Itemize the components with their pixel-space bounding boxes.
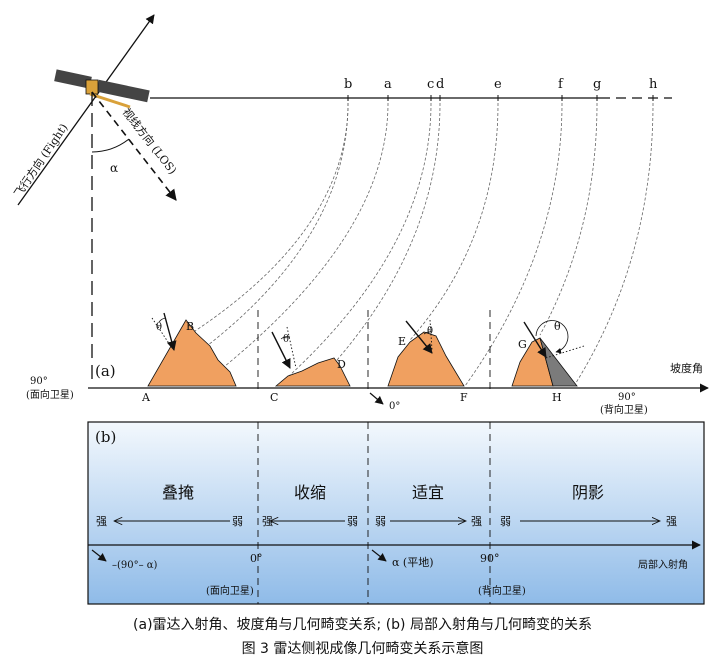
incidence-axis-label: 局部入射角	[638, 558, 688, 571]
theta-label-3: θ	[427, 326, 433, 337]
theta-label-2: θ	[283, 334, 289, 345]
range-label-f: f	[558, 77, 564, 92]
strength-weak-4: 弱	[500, 515, 511, 528]
panel-b-background	[87, 421, 705, 605]
strength-strong-1: 强	[96, 515, 107, 528]
slope-axis-label: 坡度角	[670, 361, 703, 375]
theta-label-4: θ	[554, 320, 561, 333]
los-label: 视线方向 (LOS)	[120, 105, 180, 177]
zero-tick-arrow	[369, 392, 384, 405]
left-end-note: (面向卫星)	[26, 388, 74, 401]
terrain-suitable	[387, 331, 465, 387]
region-suitable: 适宜	[412, 483, 444, 502]
note-facing: (面向卫星)	[206, 584, 254, 597]
tick-alpha: α (平地)	[392, 556, 434, 569]
peak-label-B: B	[186, 320, 194, 333]
satellite: 飞行方向 (Fight) 视线方向 (LOS) α	[11, 14, 672, 380]
strength-weak-2: 弱	[347, 515, 358, 528]
terrain-compression	[274, 357, 351, 387]
theta-arcs	[158, 317, 569, 354]
peak-label-G: G	[518, 338, 527, 351]
tick-zero: 0°	[250, 552, 263, 565]
ground-label-C: C	[270, 391, 278, 404]
strength-weak-3: 弱	[375, 515, 386, 528]
panel-a-tag: (a)	[95, 362, 116, 380]
zero-label: 0°	[389, 401, 400, 412]
caption-line-2: 图 3 雷达侧视成像几何畸变关系示意图	[241, 641, 484, 657]
peak-label-E: E	[398, 335, 406, 348]
theta-label-1: θ	[156, 322, 162, 333]
strength-strong-2: 强	[262, 515, 273, 528]
region-overlay: 叠掩	[162, 483, 194, 502]
right-end-note: (背向卫星)	[600, 403, 648, 416]
panel-b-tag: (b)	[95, 428, 116, 446]
strength-strong-4: 强	[666, 515, 677, 528]
range-label-a: a	[384, 77, 392, 92]
shadow-area	[539, 337, 578, 387]
terrain-foreshortening-overlay	[147, 319, 237, 387]
alpha-arc	[91, 138, 130, 153]
region-compression: 收缩	[294, 483, 326, 502]
right-end-angle: 90°	[618, 392, 636, 403]
flight-direction-arrow	[17, 14, 155, 206]
ground-label-H: H	[552, 391, 562, 404]
ground-label-F: F	[460, 391, 468, 404]
range-label-d: d	[436, 77, 444, 92]
ground-label-A: A	[141, 391, 151, 404]
range-label-c: c	[427, 77, 434, 92]
left-end-angle: 90°	[30, 376, 48, 387]
panel-a: (a) θ θ θ θ B D E G	[26, 310, 709, 416]
caption-line-1: (a)雷达入射角、坡度角与几何畸变关系; (b) 局部入射角与几何畸变的关系	[133, 617, 592, 633]
region-shadow: 阴影	[572, 483, 604, 502]
range-label-e: e	[494, 77, 502, 92]
panel-b: (b) 叠掩 收缩 适宜 阴影 强 弱 强 弱 弱 强 弱 强 –(90°– α…	[87, 421, 705, 605]
tick-ninety: 90°	[480, 552, 500, 565]
strength-weak-1: 弱	[232, 515, 243, 528]
range-label-b: b	[344, 77, 352, 92]
note-away: (背向卫星)	[478, 584, 526, 597]
tick-left: –(90°– α)	[112, 560, 158, 571]
range-label-h: h	[649, 77, 658, 92]
alpha-label: α	[110, 161, 118, 175]
strength-strong-3: 强	[471, 515, 482, 528]
flight-direction-label: 飞行方向 (Fight)	[11, 121, 71, 200]
peak-label-D: D	[337, 358, 346, 371]
range-label-g: g	[593, 77, 601, 92]
satellite-icon	[54, 69, 150, 109]
los-arrow	[91, 91, 177, 201]
